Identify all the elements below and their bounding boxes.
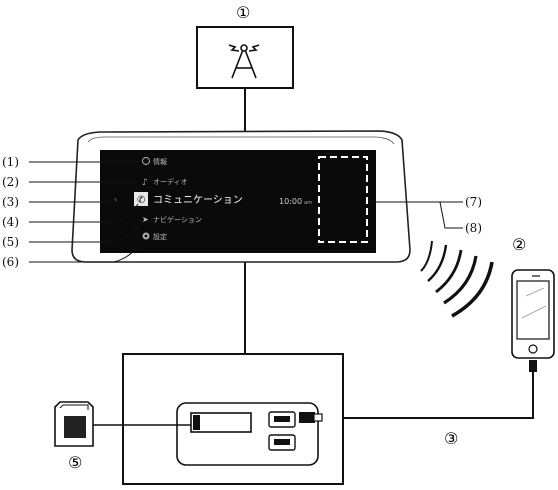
- antenna-unit: ①: [196, 3, 294, 89]
- label-2: (2): [2, 175, 19, 189]
- menu-item-communication[interactable]: ✆ コミュニケーション: [134, 192, 243, 206]
- display-unit: 情報 ♪ オーディオ ✆ コミュニケーション ‹ ➤ ナビゲーション 設定 10…: [71, 130, 411, 263]
- label-5: (5): [2, 235, 19, 249]
- label-6: (6): [2, 255, 19, 269]
- menu-label-settings: 設定: [153, 232, 167, 241]
- menu-label-audio: オーディオ: [153, 177, 188, 186]
- callout-antenna: ①: [236, 3, 250, 22]
- antenna-icon: [228, 44, 260, 79]
- home-button-icon: [528, 344, 538, 354]
- navigation-arrow-icon: ➤: [142, 215, 149, 224]
- antenna-box: [196, 26, 294, 89]
- menu-item-info[interactable]: 情報: [142, 157, 168, 166]
- menu-item-audio[interactable]: ♪ オーディオ: [142, 177, 188, 188]
- sd-card-slot: [190, 412, 252, 433]
- menu-label-communication: コミュニケーション: [153, 194, 243, 206]
- hub-unit: ④: [122, 353, 344, 485]
- callout-smartphone: ②: [512, 235, 526, 254]
- usb-plug: [299, 412, 315, 423]
- svg-text:✆: ✆: [137, 195, 145, 206]
- clock-time: 10:00: [279, 197, 302, 206]
- label-3: (3): [2, 195, 19, 209]
- menu-item-navigation[interactable]: ➤ ナビゲーション: [142, 215, 202, 224]
- label-7: (7): [465, 195, 482, 209]
- label-1: (1): [2, 155, 19, 169]
- smartphone: ②: [511, 235, 555, 372]
- display-widget-area: [318, 156, 368, 243]
- info-icon: [142, 157, 150, 165]
- callout-usb-cable: ③: [444, 429, 458, 448]
- phone-plug: [529, 360, 537, 372]
- clock-suffix: am: [304, 200, 312, 206]
- phone-icon: [134, 192, 148, 206]
- left-labels: (1) (2) (3) (4) (5) (6): [2, 155, 143, 269]
- chevron-left-icon[interactable]: ‹: [114, 195, 117, 204]
- label-4: (4): [2, 215, 19, 229]
- music-note-icon: ♪: [142, 178, 148, 188]
- right-labels: (7) (8): [368, 195, 482, 235]
- menu-label-navigation: ナビゲーション: [153, 215, 202, 224]
- menu-label-info: 情報: [153, 157, 167, 166]
- sd-card: ⑤: [54, 401, 94, 472]
- wireless-signal-icon: [420, 240, 494, 318]
- menu-item-settings[interactable]: 設定: [142, 232, 168, 241]
- callout-sd-card: ⑤: [68, 453, 82, 472]
- smartphone-screen: [516, 280, 550, 340]
- usb-cable-line: [322, 372, 534, 419]
- label-8: (8): [465, 221, 482, 235]
